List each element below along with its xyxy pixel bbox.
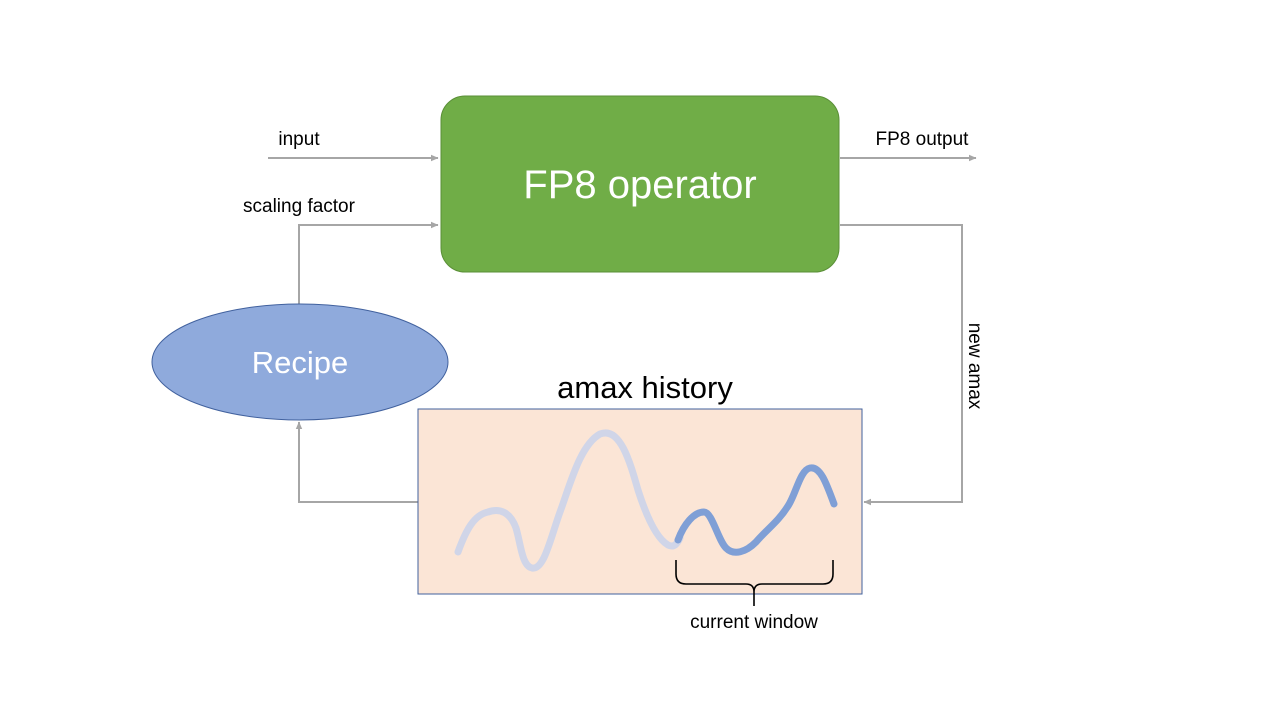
current-window-label: current window [690, 612, 818, 633]
new-amax-label: new amax [964, 323, 985, 410]
fp8-operator-box [440, 95, 840, 273]
fp8-output-label: FP8 output [876, 129, 970, 150]
scaling-factor-label: scaling factor [243, 196, 356, 217]
scaling-factor-arrow [298, 221, 439, 304]
input-label: input [278, 129, 320, 150]
amax-history-curve-old [454, 429, 684, 572]
amax-history-title: amax history [557, 370, 733, 405]
history-to-recipe-arrow [295, 421, 418, 503]
current-window-brace [675, 560, 834, 606]
amax-history-curve-window [674, 464, 838, 556]
fp8-operator-label: FP8 operator [523, 163, 756, 207]
new-amax-arrow [840, 224, 963, 506]
recipe-ellipse [151, 303, 449, 421]
recipe-label: Recipe [252, 345, 349, 380]
